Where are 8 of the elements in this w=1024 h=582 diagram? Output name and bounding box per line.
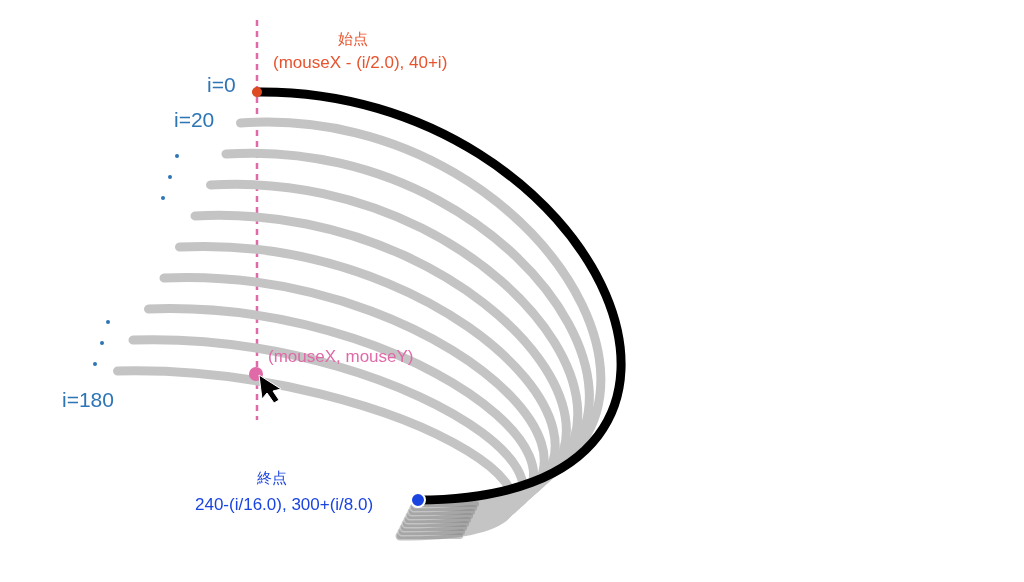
end-label: 終点 xyxy=(257,470,287,487)
index-label: i=180 xyxy=(62,388,114,412)
formula-label: (mouseX - (i/2.0), 40+i) xyxy=(273,54,448,73)
point-label: (mouseX, mouseY) xyxy=(268,348,414,367)
index-label: i=0 xyxy=(207,73,236,97)
index-label: i=20 xyxy=(174,108,215,132)
start-label: 始点 xyxy=(338,31,368,48)
formula-label: 240-(i/16.0), 300+(i/8.0) xyxy=(195,496,374,515)
